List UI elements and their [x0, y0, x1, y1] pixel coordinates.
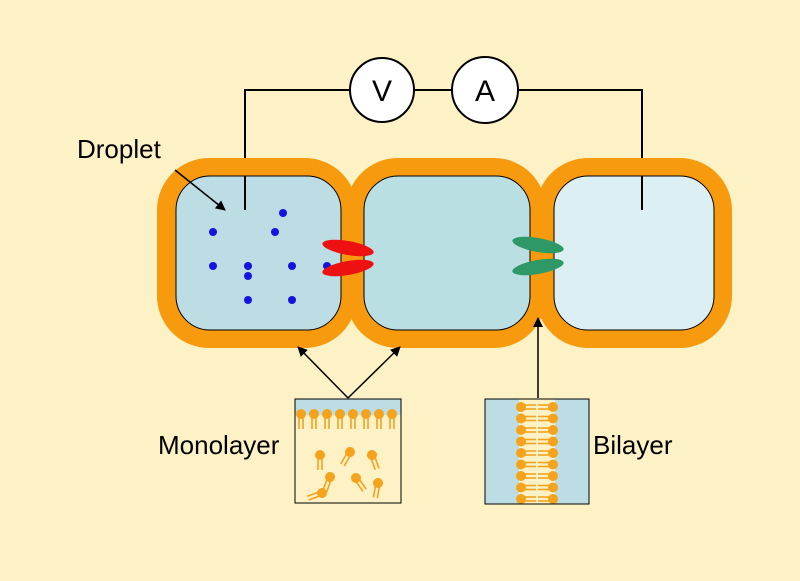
voltmeter-icon	[349, 57, 415, 123]
lipid-icon	[351, 473, 367, 492]
ions	[209, 209, 331, 304]
ion-dot-icon	[244, 262, 252, 270]
lipid-icon	[538, 494, 558, 504]
lipid-icon	[322, 409, 332, 429]
lipid-icon	[309, 409, 319, 429]
lipid-icon	[516, 425, 536, 435]
lipid-icon	[315, 450, 325, 470]
lipid-icon	[538, 448, 558, 458]
lipid-icon	[516, 402, 536, 412]
lipid-icon	[335, 409, 345, 429]
lipid-icon	[516, 436, 536, 447]
lipid-icon	[538, 413, 558, 424]
monolayer-inset	[294, 398, 402, 504]
ion-dot-icon	[209, 228, 217, 236]
voltmeter-label: V	[372, 75, 392, 108]
droplet-middle	[363, 175, 531, 331]
lipid-icon	[348, 409, 358, 429]
lipid-icon	[367, 450, 380, 471]
monolayer-water-layer	[295, 399, 401, 415]
bilayer-label: Bilayer	[593, 430, 673, 460]
ion-dot-icon	[244, 272, 252, 280]
ion-dot-icon	[288, 262, 296, 270]
ion-dot-icon	[244, 296, 252, 304]
bilayer-lipids	[516, 402, 558, 504]
droplet-label: Droplet	[77, 134, 162, 164]
lipid-icon	[516, 459, 536, 470]
lipid-icon	[538, 402, 558, 412]
droplet-right	[553, 175, 715, 331]
droplet-left	[175, 175, 342, 331]
lipid-icon	[538, 471, 558, 481]
lipid-icon	[340, 447, 355, 467]
lipid-icon	[516, 448, 536, 458]
red-pore-icon	[322, 239, 374, 277]
lipid-icon	[538, 459, 558, 470]
ammeter: A	[451, 56, 519, 124]
droplet-arrow	[174, 169, 226, 211]
lipid-icon	[516, 482, 536, 493]
lipid-icon	[516, 471, 536, 481]
ion-dot-icon	[209, 262, 217, 270]
ion-dot-icon	[271, 228, 279, 236]
lipid-icon	[538, 482, 558, 493]
monolayer-arrow-left	[297, 346, 349, 399]
monolayer-lipids	[296, 409, 397, 429]
lipid-icon	[387, 409, 397, 429]
monolayer-arrow-right	[347, 346, 401, 399]
lipid-icon	[361, 409, 371, 429]
monolayer-label: Monolayer	[158, 430, 280, 460]
ammeter-label: A	[475, 75, 495, 108]
bilayer-inset	[484, 398, 590, 505]
lipid-icon	[374, 409, 384, 429]
green-pore-icon	[512, 236, 564, 276]
voltmeter: V	[349, 57, 415, 123]
lipid-icon	[516, 413, 536, 424]
lipid-icon	[538, 436, 558, 447]
lipid-icon	[516, 494, 536, 504]
ammeter-icon	[451, 56, 519, 124]
lipid-icon	[296, 409, 306, 429]
lipid-icon	[372, 478, 383, 499]
lipid-icon	[538, 425, 558, 435]
free-lipids	[306, 447, 383, 501]
ion-dot-icon	[279, 209, 287, 217]
ion-dot-icon	[288, 296, 296, 304]
lipid-icon	[306, 488, 327, 501]
